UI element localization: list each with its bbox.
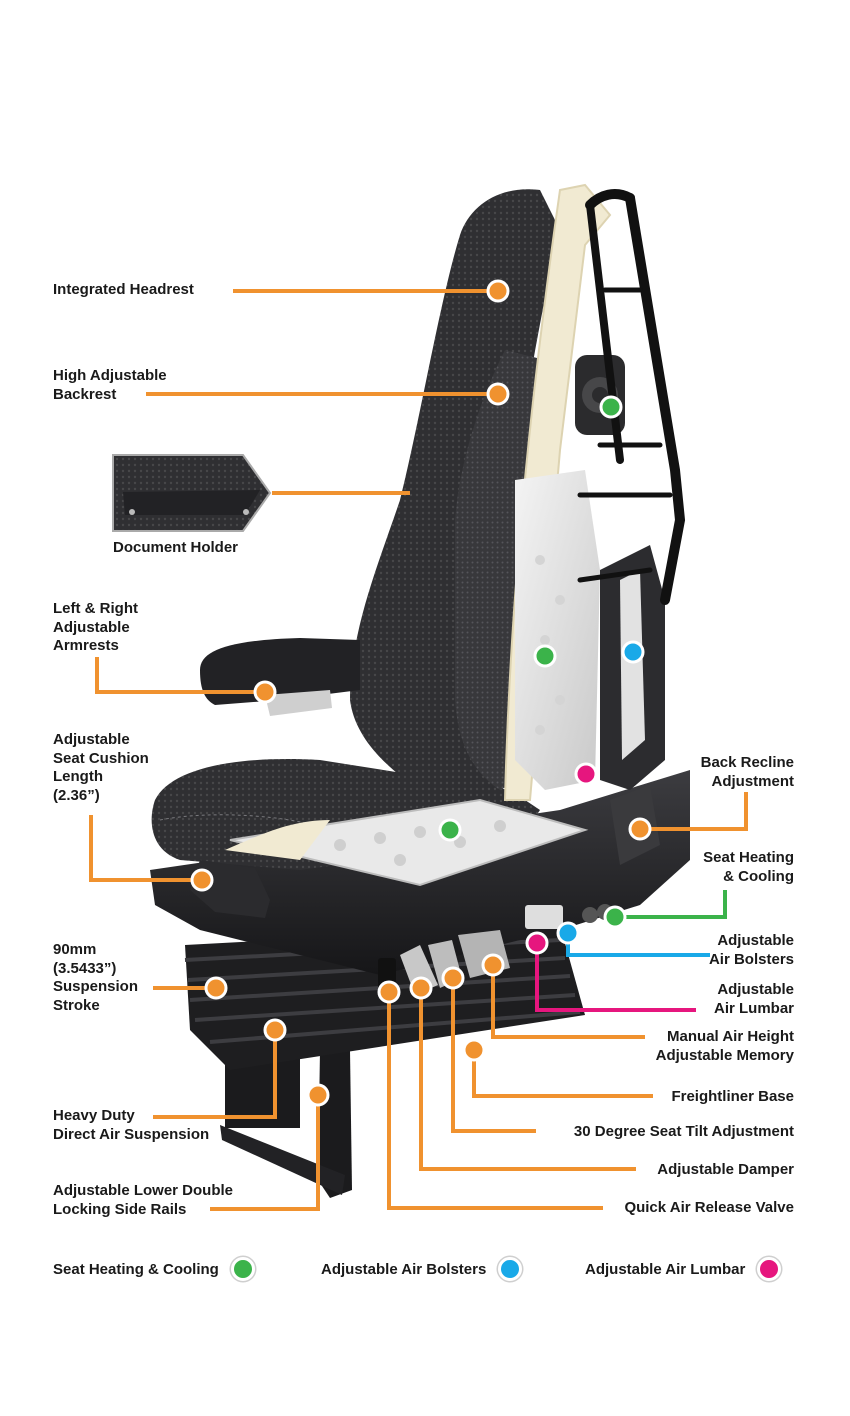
callout-dots	[190, 279, 652, 1107]
document-holder-inset	[112, 454, 272, 532]
backrest	[350, 189, 560, 801]
label-air-bolsters: Adjustable Air Bolsters	[708, 932, 794, 968]
legend-label: Adjustable Air Bolsters	[321, 1260, 487, 1278]
label-seat-tilt: 30 Degree Seat Tilt Adjustment	[573, 1123, 794, 1140]
leader-cushion-length	[89, 815, 202, 882]
dot-bolsters-back	[621, 640, 645, 664]
legend-label: Adjustable Air Lumbar	[585, 1260, 746, 1278]
back-frame	[577, 189, 686, 605]
dot-back-recline	[628, 817, 652, 841]
leader-damper	[419, 988, 636, 1171]
dot-seat-tilt	[441, 966, 465, 990]
label-quick-air-release: Quick Air Release Valve	[624, 1199, 794, 1216]
label-lower-side-rails: Adjustable Lower Double Locking Side Rai…	[53, 1182, 234, 1218]
leader-air-height	[491, 965, 645, 1039]
label-integrated-headrest: Integrated Headrest	[53, 281, 194, 298]
dot-backrest	[486, 382, 510, 406]
dot-heating-cushion	[438, 818, 462, 842]
dot-armrests	[253, 680, 277, 704]
label-heavy-duty-suspension: Heavy Duty Direct Air Suspension	[53, 1107, 210, 1143]
label-armrests: Left & Right Adjustable Armrests	[53, 600, 138, 654]
leader-heavy-duty	[153, 1030, 277, 1119]
leader-back-recline	[640, 792, 748, 831]
dot-heating	[603, 905, 627, 929]
leader-side-rails	[210, 1095, 320, 1211]
label-heating-cooling: Seat Heating & Cooling	[703, 849, 794, 885]
label-freightliner-base: Freightliner Base	[671, 1088, 794, 1105]
dot-damper	[409, 976, 433, 1000]
label-suspension-stroke: 90mm (3.5433”) Suspension Stroke	[53, 941, 139, 1014]
legend-label: Seat Heating & Cooling	[53, 1260, 219, 1278]
dot-heavy-duty	[263, 1018, 287, 1042]
label-document-holder: Document Holder	[113, 539, 239, 556]
dot-air-height	[481, 953, 505, 977]
dot-freightliner	[462, 1038, 486, 1062]
dot-bolsters	[556, 921, 580, 945]
legend-item-air-bolsters: Adjustable Air Bolsters	[321, 1257, 523, 1281]
leader-release-valve	[387, 992, 603, 1210]
label-high-adjustable-backrest: High Adjustable Backrest	[53, 367, 167, 403]
dot-suspension-stroke	[204, 976, 228, 1000]
leader-freightliner	[472, 1050, 653, 1098]
armrest	[200, 638, 360, 716]
label-adjustable-damper: Adjustable Damper	[657, 1161, 794, 1178]
dot-release-valve	[377, 980, 401, 1004]
dot-side-rails	[306, 1083, 330, 1107]
leader-armrests	[95, 657, 265, 694]
leader-lumbar	[535, 943, 696, 1012]
label-back-recline: Back Recline Adjustment	[700, 754, 794, 790]
label-manual-air-height: Manual Air Height Adjustable Memory	[655, 1028, 794, 1064]
backrest-inner-plate	[515, 470, 600, 790]
leader-heating	[615, 890, 727, 919]
label-seat-cushion-length: Adjustable Seat Cushion Length (2.36”)	[53, 731, 149, 804]
legend-item-heating-cooling: Seat Heating & Cooling	[53, 1257, 255, 1281]
label-air-lumbar: Adjustable Air Lumbar	[713, 981, 794, 1017]
dot-lumbar	[525, 931, 549, 955]
dot-heating-backrest	[599, 395, 623, 419]
dot-cushion-length	[190, 868, 214, 892]
leader-seat-tilt	[451, 978, 536, 1133]
legend-dot-green	[230, 1257, 255, 1281]
dot-lumbar-back	[574, 762, 598, 786]
cushion-cutaway	[229, 798, 589, 887]
leader-bolsters	[566, 935, 710, 957]
dot-heating-back	[533, 644, 557, 668]
legend-item-air-lumbar: Adjustable Air Lumbar	[585, 1257, 782, 1281]
legend-dot-blue	[498, 1257, 523, 1281]
dot-headrest	[486, 279, 510, 303]
legend-dot-pink	[757, 1257, 782, 1281]
